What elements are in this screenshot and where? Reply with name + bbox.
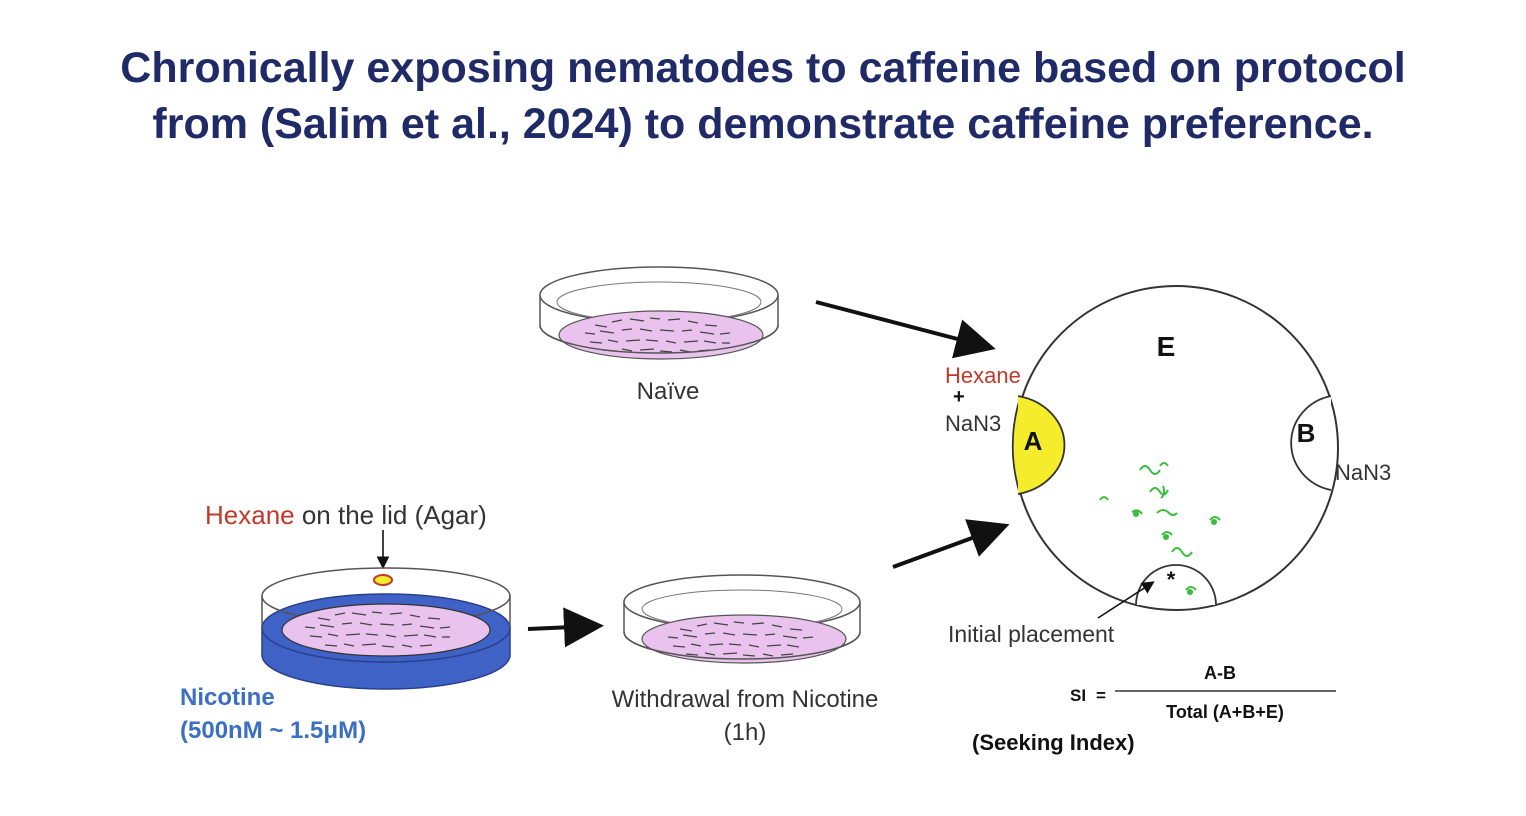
withdrawal-worm-lawn (641, 614, 847, 664)
test-worms (1099, 462, 1221, 591)
slide-title: Chronically exposing nematodes to caffei… (0, 40, 1526, 152)
si-denominator: Total (A+B+E) (1166, 702, 1284, 722)
withdrawal-dish (623, 574, 861, 664)
hexane-lid-label: Hexane on the lid (Agar) (205, 500, 487, 530)
plus-label: + (953, 386, 965, 408)
seeking-index-label: (Seeking Index) (972, 730, 1135, 755)
nicotine-label: Nicotine (180, 684, 275, 711)
hexane-a-label: Hexane (945, 363, 1021, 388)
test-plate (1011, 285, 1339, 611)
hexane-word: Hexane (205, 500, 295, 530)
withdrawal-label-2: (1h) (724, 719, 767, 746)
initial-star: * (1167, 567, 1176, 592)
title-line-1: Chronically exposing nematodes to caffei… (120, 44, 1406, 92)
title-line-2: from (Salim et al., 2024) to demonstrate… (152, 100, 1374, 148)
nicotine-worm-lawn (281, 603, 491, 657)
zone-b-label: B (1297, 418, 1316, 448)
arrow-nicotine-to-withdrawal (527, 607, 604, 648)
hexane-lid-rest: on the lid (Agar) (295, 500, 487, 530)
initial-placement-zone (1135, 564, 1217, 606)
naive-label: Naïve (637, 378, 700, 405)
naive-worm-lawn (558, 310, 764, 360)
withdrawal-worms (667, 621, 814, 657)
nicotine-dish (261, 567, 511, 690)
nicotine-worms (304, 611, 451, 648)
arrow-withdrawal-to-plate (892, 519, 1010, 569)
naive-dish (539, 266, 779, 360)
hexane-drop (373, 574, 393, 586)
si-numerator: A-B (1204, 663, 1236, 683)
initial-placement-label: Initial placement (948, 621, 1115, 647)
zone-a-label: A (1024, 426, 1043, 456)
initial-placement-arrow (1097, 581, 1155, 619)
si-equals: = (1096, 686, 1106, 705)
zone-e-label: E (1157, 331, 1176, 362)
withdrawal-label-1: Withdrawal from Nicotine (612, 686, 879, 713)
worm-heads (1133, 511, 1217, 595)
nicotine-concentration: (500nM ~ 1.5μM) (180, 717, 366, 744)
si-label: SI (1070, 686, 1086, 705)
nan3-b-label: NaN3 (1335, 460, 1391, 485)
nan3-a-label: NaN3 (945, 411, 1001, 436)
zone-b (1290, 395, 1332, 491)
arrow-naive-to-plate (815, 300, 996, 359)
